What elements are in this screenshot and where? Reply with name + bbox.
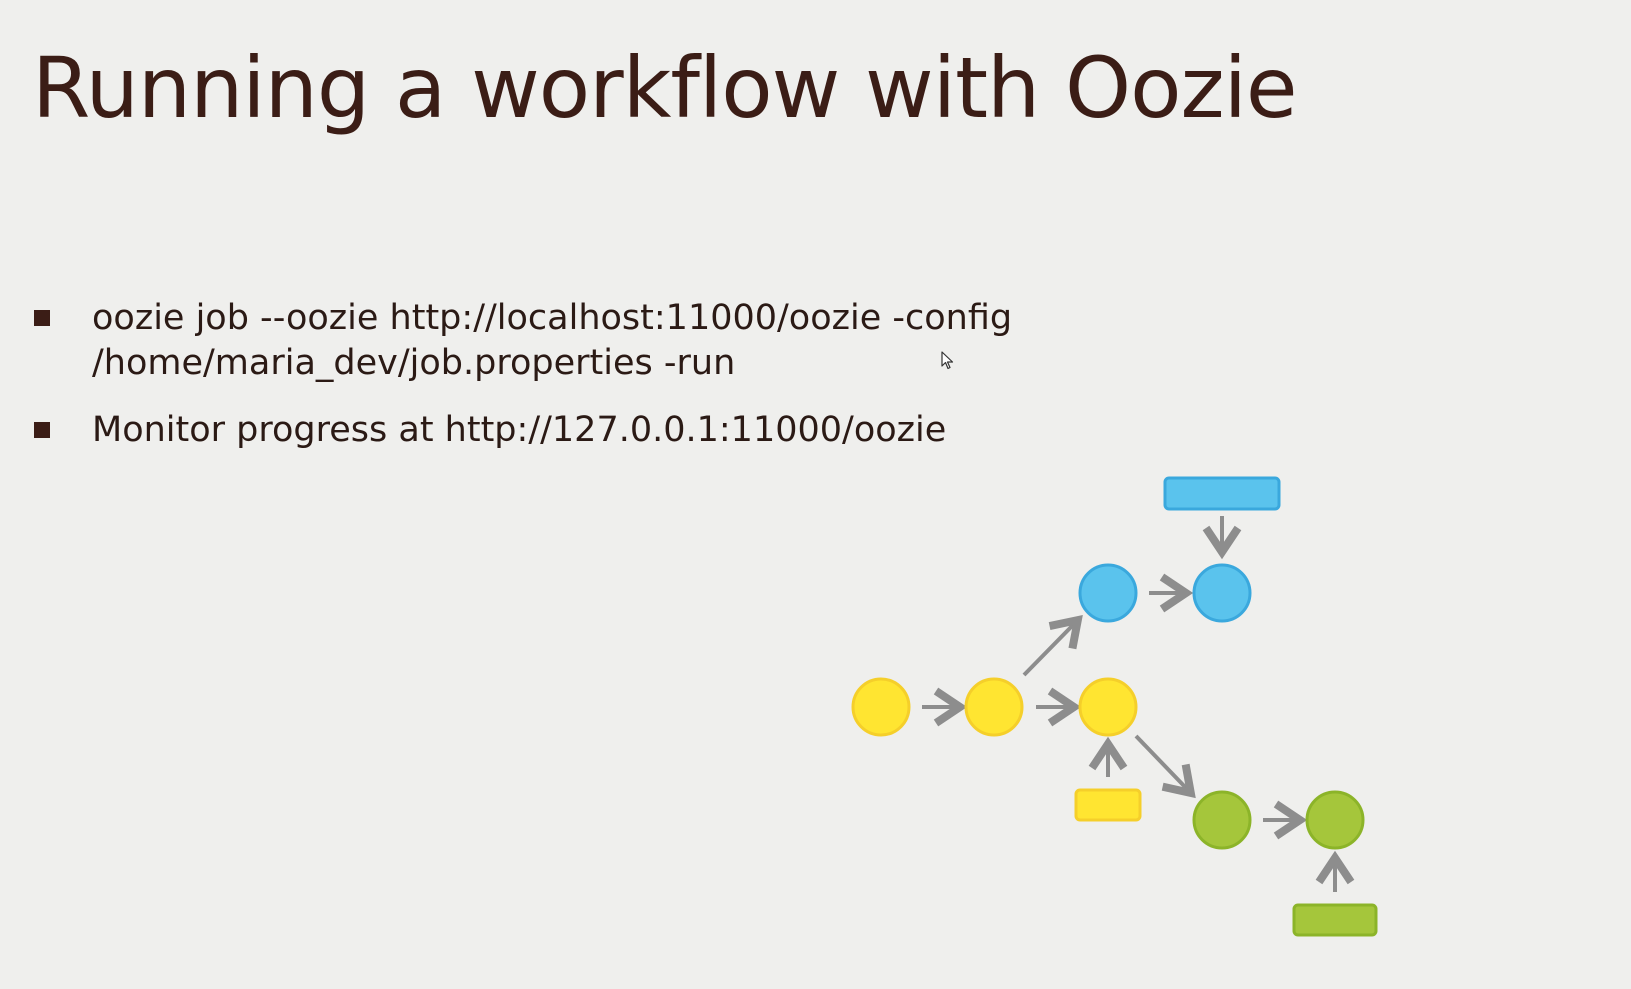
bullet-text: Monitor progress at http://127.0.0.1:110…	[92, 410, 947, 450]
blue-node	[1078, 563, 1138, 623]
bullet-square-icon	[34, 422, 50, 438]
slide-title: Running a workflow with Oozie	[32, 39, 1298, 137]
bullet-list: oozie job --oozie http://localhost:11000…	[30, 296, 1012, 475]
yellow-input-block	[1074, 788, 1142, 822]
yellow-node	[1078, 677, 1138, 737]
arrow-icon	[1134, 734, 1196, 799]
blue-input-block	[1163, 476, 1281, 511]
mouse-pointer-icon	[941, 351, 954, 370]
blue-node	[1192, 563, 1252, 623]
bullet-item: Monitor progress at http://127.0.0.1:110…	[30, 408, 1012, 453]
green-input-block	[1292, 903, 1378, 937]
bullet-text: oozie job --oozie http://localhost:11000…	[92, 298, 1013, 383]
bullet-square-icon	[34, 310, 50, 326]
yellow-node	[964, 677, 1024, 737]
green-node	[1305, 790, 1365, 850]
workflow-diagram	[851, 476, 1378, 937]
arrow-icon	[1022, 614, 1083, 677]
green-node	[1192, 790, 1252, 850]
yellow-node	[851, 677, 911, 737]
bullet-item: oozie job --oozie http://localhost:11000…	[30, 296, 1012, 386]
